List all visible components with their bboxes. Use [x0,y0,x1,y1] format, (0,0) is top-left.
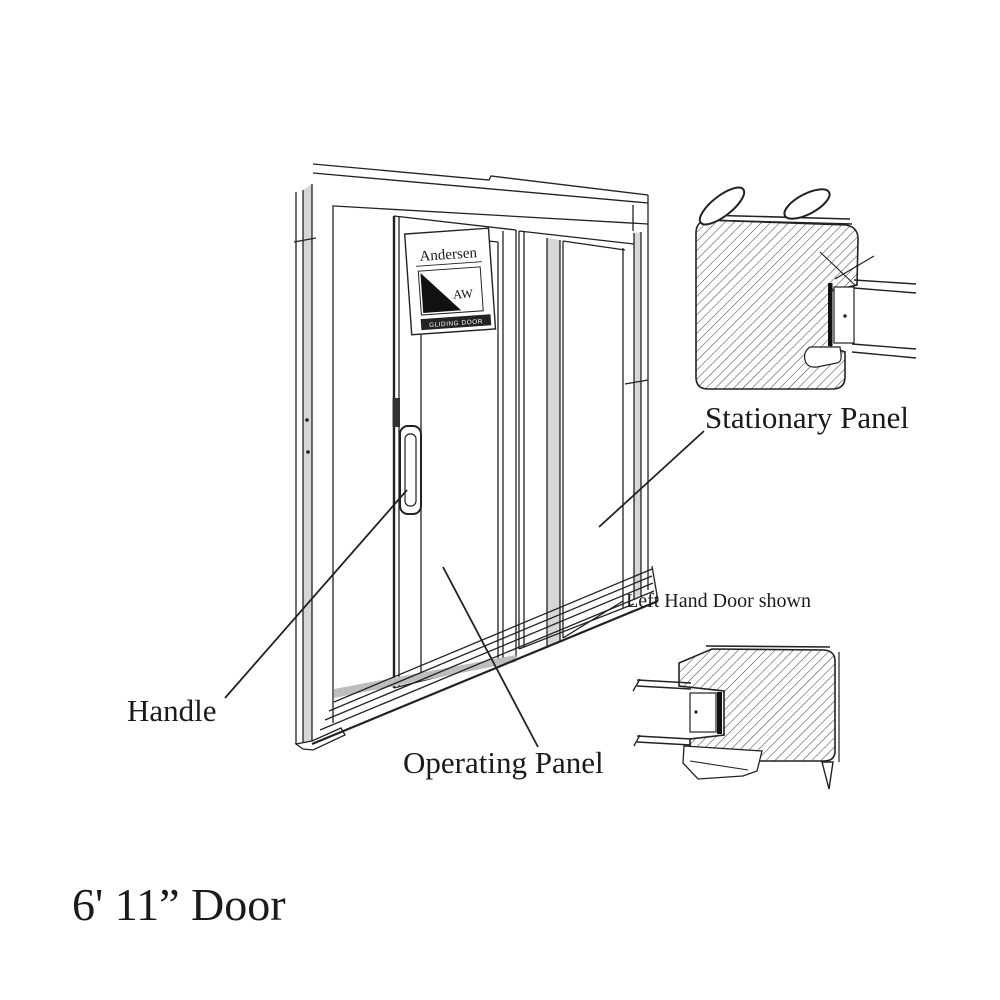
sill-clip [803,346,842,368]
door-size-title: 6' 11” Door [72,879,286,930]
stationary-panel-label: Stationary Panel [705,400,910,435]
jamb-cross-section-top [695,186,917,390]
glass-panel-lines [632,678,692,747]
operating-panel-leader-line [442,566,539,748]
operating-panel-label: Operating Panel [403,745,604,780]
jamb-screw-dot [305,418,309,422]
product-label-monogram: AW [453,286,474,301]
leader-lines [224,430,705,748]
door-header [312,163,649,231]
door-handle [399,425,422,515]
glazing-stop [717,692,722,734]
sill-nose [682,745,763,780]
handle-leader-line [224,489,408,699]
door-right-jamb [624,195,649,600]
weatherstrip-fin [783,188,831,220]
weatherstrip-fin [698,186,746,226]
glazing-unit-edge [689,692,717,733]
bottom-fin [821,761,834,790]
left-hand-door-note: Left Hand Door shown [626,590,811,612]
stationary-panel-leader-line [598,430,705,528]
door-sill [311,565,659,746]
door-assembly: Andersen AW GLIDING DOOR [293,163,659,751]
product-label-brand: Andersen [419,245,478,265]
door-left-jamb [293,184,346,751]
glass-panel-lines [851,279,917,359]
glazing-stop [828,283,833,346]
logo-triangle [420,273,462,313]
product-label-caption: GLIDING DOOR [429,318,483,329]
jamb-screw-dot [306,450,310,454]
stationary-panel [518,230,635,650]
jamb-cross-section-bottom [632,645,840,790]
handle-label: Handle [127,693,217,728]
product-label: Andersen AW GLIDING DOOR [403,227,497,336]
